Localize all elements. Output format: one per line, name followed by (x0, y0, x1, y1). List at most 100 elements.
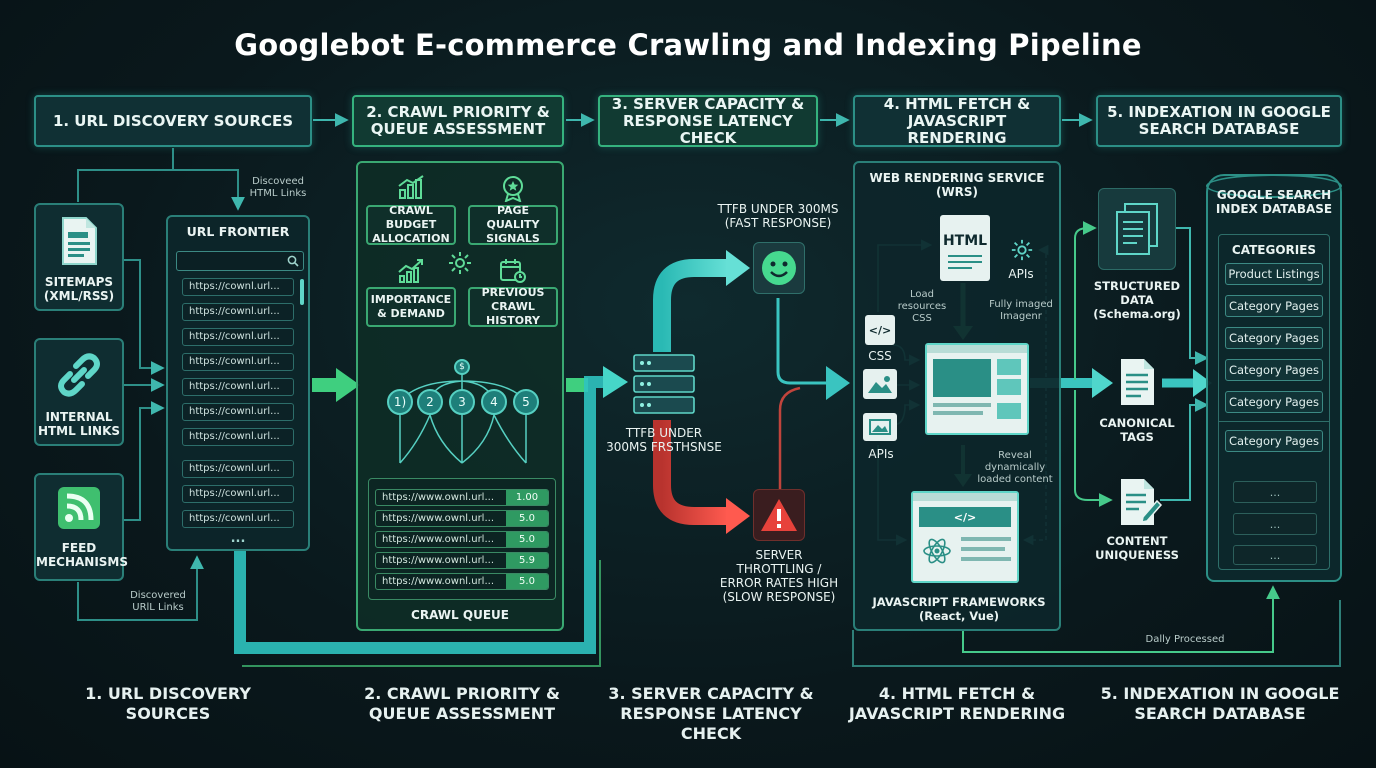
tree-node: 4 (481, 389, 507, 415)
fast-response-label: TTFB UNDER 300MS (FAST RESPONSE) (717, 202, 839, 230)
bottom-label-index: 5. INDEXATION IN GOOGLE SEARCH DATABASE (1100, 684, 1340, 723)
url-frontier-panel: URL FRONTIER https://cownl.url... https:… (166, 215, 310, 551)
page-hero-image (933, 359, 991, 397)
divider (1219, 421, 1329, 422)
image-icon (863, 369, 897, 399)
frontier-url-row: https://cownl.url... (182, 353, 294, 371)
reveal-content-label: Reveal dynamically loaded content (977, 450, 1053, 485)
frontier-url-row: https://cownl.url... (182, 460, 294, 478)
frontier-scrollbar[interactable] (300, 279, 304, 305)
queue-score: 5.0 (506, 511, 548, 526)
frontier-url-row: https://cownl.url... (182, 378, 294, 396)
category-item: Category Pages (1225, 295, 1323, 317)
url-frontier-title: URL FRONTIER (186, 224, 290, 239)
line (933, 411, 983, 415)
warning-icon (753, 489, 805, 541)
bottom-label-render: 4. HTML FETCH & JAVASCRIPT RENDERING (848, 684, 1066, 723)
page-title: Googlebot E-commerce Crawling and Indexi… (234, 28, 1142, 62)
link-icon (54, 350, 104, 400)
queue-score: 5.0 (506, 532, 548, 547)
frontier-url-row: https://cownl.url... (182, 485, 294, 503)
css-label: CSS (868, 349, 892, 363)
gear-icon (1009, 237, 1035, 263)
factor-page-quality: PAGE QUALITY SIGNALS (468, 204, 558, 245)
tree-node: 5 (513, 389, 539, 415)
react-logo-icon (919, 533, 955, 569)
queue-score: 5.0 (506, 574, 548, 589)
page-titlebar (927, 345, 1027, 353)
line (961, 547, 1005, 551)
factor-label: PREVIOUS CRAWL HISTORY (481, 286, 545, 327)
line (948, 255, 982, 257)
stage-header-priority: 2. CRAWL PRIORITY & QUEUE ASSESSMENT (352, 95, 564, 147)
category-item: Category Pages (1225, 430, 1323, 452)
search-icon[interactable] (286, 254, 300, 268)
priority-tree (399, 373, 527, 464)
category-item: Category Pages (1225, 327, 1323, 349)
source-label: SITEMAPS (XML/RSS) (43, 275, 115, 303)
source-feeds: FEED MECHANISMS (34, 473, 128, 581)
frontier-more: ... (230, 531, 246, 546)
tree-node: 2 (417, 389, 443, 415)
placeholder-row: ... (1233, 545, 1317, 565)
tree-node: 1) (387, 389, 413, 415)
source-sitemaps: SITEMAPS (XML/RSS) (34, 203, 124, 311)
photo-stack-icon (863, 413, 897, 441)
source-internal-links: INTERNAL HTML LINKS (34, 338, 124, 446)
index-db-title: GOOGLE SEARCH INDEX DATABASE (1215, 188, 1333, 216)
factor-label: CRAWL BUDGET ALLOCATION (372, 204, 450, 245)
line (961, 557, 1011, 561)
server-stack-icon (632, 352, 696, 416)
server-status-label: TTFB UNDER 300MS FRSTHSNSE (606, 426, 722, 454)
crawl-queue-list: https://www.ownl.url...1.00 https://www.… (368, 478, 556, 600)
stage-header-discovery: 1. URL DISCOVERY SOURCES (34, 95, 312, 147)
trend-chart-icon (396, 257, 426, 285)
line (948, 261, 982, 263)
line (933, 403, 991, 407)
slow-response-label: SERVER THROTTLING / ERROR RATES HIGH (SL… (719, 548, 839, 604)
factor-importance: IMPORTANCE & DEMAND (366, 287, 456, 327)
tree-node: 3 (449, 389, 475, 415)
queue-row: https://www.ownl.url...5.9 (375, 552, 549, 569)
frontier-url-row: https://cownl.url... (182, 510, 294, 528)
bottom-label-server: 3. SERVER CAPACITY & RESPONSE LATENCY CH… (608, 684, 814, 743)
frontier-search-input[interactable] (176, 251, 304, 271)
queue-url: https://www.ownl.url... (382, 576, 494, 587)
cylinder-top (1206, 174, 1342, 198)
queue-url: https://www.ownl.url... (382, 534, 494, 545)
factor-label: IMPORTANCE & DEMAND (370, 293, 452, 320)
crawl-queue-title: CRAWL QUEUE (411, 608, 509, 622)
category-item: Product Listings (1225, 263, 1323, 285)
code-glyph: </> (953, 510, 977, 524)
page-thumb (997, 403, 1021, 419)
frontier-url-row: https://cownl.url... (182, 428, 294, 446)
tree-root-node: $ (454, 359, 470, 375)
bottom-label-discovery: 1. URL DISCOVERY SOURCES (85, 684, 251, 723)
frontier-url-row: https://cownl.url... (182, 278, 294, 296)
placeholder-row: ... (1233, 481, 1317, 503)
category-item: Category Pages (1225, 391, 1323, 413)
quality-badge-icon (498, 173, 528, 203)
discovered-html-links-label: Discoveed HTML Links (249, 176, 307, 199)
content-edit-icon (1116, 476, 1164, 528)
signal-label: CANONICAL TAGS (1099, 416, 1175, 444)
categories-title: CATEGORIES (1231, 243, 1317, 257)
frontier-url-row: https://cownl.url... (182, 303, 294, 321)
canonical-doc-icon (1116, 356, 1158, 408)
line (948, 267, 972, 269)
gear-icon (446, 249, 474, 277)
stage-header-render: 4. HTML FETCH & JAVASCRIPT RENDERING (853, 95, 1061, 147)
signal-label: STRUCTURED DATA (Schema.org) (1093, 279, 1181, 321)
category-item: Category Pages (1225, 359, 1323, 381)
frontier-url-row: https://cownl.url... (182, 328, 294, 346)
factor-crawl-budget: CRAWL BUDGET ALLOCATION (366, 204, 456, 245)
apis-top-label: APIs (1008, 267, 1034, 281)
queue-url: https://www.ownl.url... (382, 492, 494, 503)
sitemap-file-icon (57, 215, 101, 267)
discovered-url-links-label: Discovered URlL Links (130, 590, 186, 613)
code-file-icon: </> (865, 315, 895, 345)
queue-row: https://www.ownl.url... 5.0 (375, 573, 549, 590)
code-glyph: </> (868, 323, 892, 337)
factor-crawl-history: PREVIOUS CRAWL HISTORY (468, 286, 558, 327)
rendered-page-icon (925, 343, 1029, 435)
